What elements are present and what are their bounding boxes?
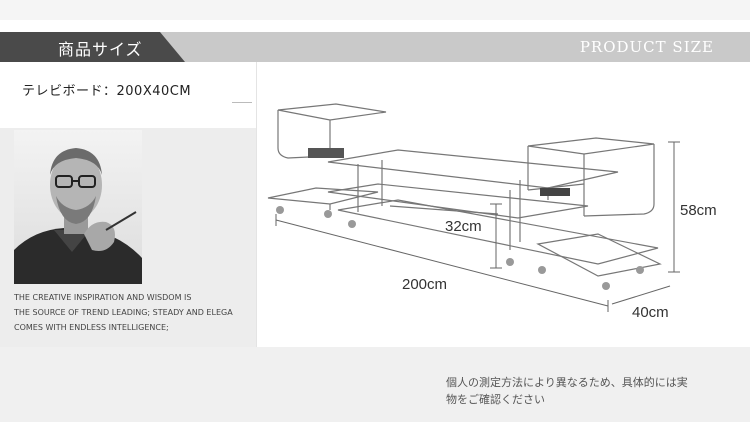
quote-line: THE SOURCE OF TREND LEADING; STEADY AND … (14, 308, 233, 317)
dimension-mid-height: 32cm (445, 218, 482, 235)
note-line: 物をご確認ください (446, 393, 545, 406)
dimension-width: 200cm (402, 276, 448, 293)
header-notch (160, 32, 185, 62)
panel-divider (256, 62, 257, 347)
product-size-label: テレビボード：200X40CM (22, 84, 192, 99)
top-strip (0, 0, 750, 20)
dimension-depth: 40cm (632, 304, 669, 321)
footer-band (0, 347, 750, 422)
quote-line: COMES WITH ENDLESS INTELLIGENCE; (14, 323, 169, 332)
section-header: 商品サイズ PRODUCT SIZE (0, 32, 750, 62)
header-left-block: 商品サイズ (0, 32, 185, 62)
dimension-height: 58cm (680, 202, 717, 219)
measurement-note: 個人の測定方法により異なるため、具体的には実 物をご確認ください (446, 374, 716, 408)
section-title-en: PRODUCT SIZE (579, 38, 714, 56)
label-underline (232, 102, 252, 103)
designer-quote: THE CREATIVE INSPIRATION AND WISDOM IS T… (14, 290, 254, 335)
note-line: 個人の測定方法により異なるため、具体的には実 (446, 376, 688, 389)
section-title-jp: 商品サイズ (58, 40, 143, 59)
designer-portrait (14, 130, 142, 284)
quote-line: THE CREATIVE INSPIRATION AND WISDOM IS (14, 293, 192, 302)
tv-board-drawing (267, 103, 680, 312)
